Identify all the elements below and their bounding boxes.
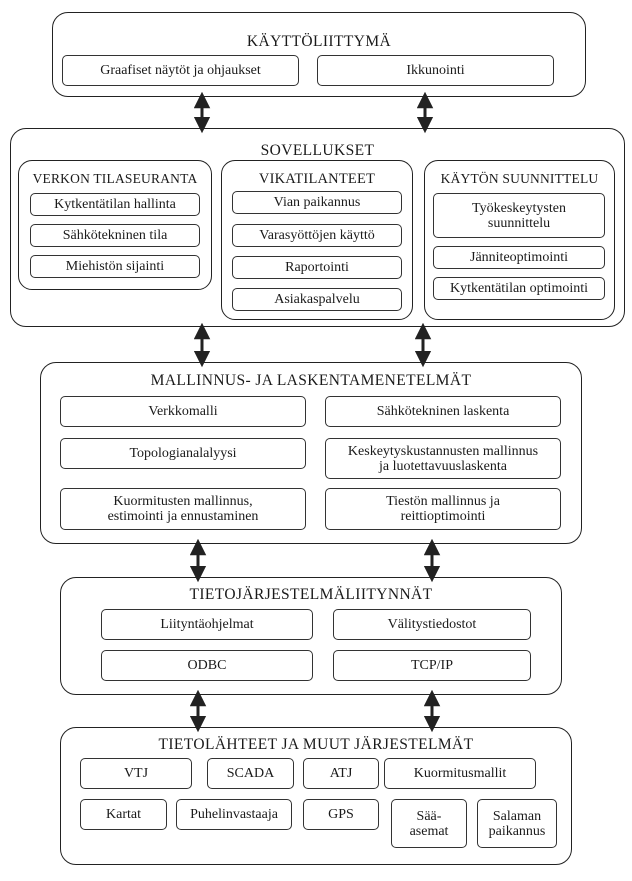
box-tcp-ip: TCP/IP [333, 650, 531, 681]
box-odbc: ODBC [101, 650, 313, 681]
box-vtj: VTJ [80, 758, 192, 789]
box-sahkotekninen-laskenta: Sähkötekninen laskenta [325, 396, 561, 427]
box-atj: ATJ [303, 758, 379, 789]
layer-title: KÄYTTÖLIITTYMÄ [246, 33, 392, 50]
box-varasyottojen-kaytto: Varasyöttöjen käyttö [232, 224, 402, 247]
layer-title: MALLINNUS- JA LASKENTAMENETELMÄT [150, 372, 472, 389]
box-graafiset-naytot: Graafiset näytöt ja ohjaukset [62, 55, 299, 86]
box-salaman-paikannus: Salaman paikannus [477, 799, 557, 848]
box-asiakaspalvelu: Asiakaspalvelu [232, 288, 402, 311]
box-liityntaohjelmat: Liityntäohjelmat [101, 609, 313, 640]
box-ikkunointi: Ikkunointi [317, 55, 554, 86]
box-kytkentatilan-optimointi: Kytkentätilan optimointi [433, 277, 605, 300]
group-title: KÄYTÖN SUUNNITTELU [440, 171, 599, 186]
layer-title: SOVELLUKSET [260, 142, 375, 159]
box-sahkotekninen-tila: Sähkötekninen tila [30, 224, 200, 247]
box-kytkentatilan-hallinta: Kytkentätilan hallinta [30, 193, 200, 216]
group-title: VIKATILANTEET [258, 171, 376, 187]
box-saa-asemat: Sää- asemat [391, 799, 467, 848]
box-scada: SCADA [207, 758, 294, 789]
box-verkkomalli: Verkkomalli [60, 396, 306, 427]
box-puhelinvastaaja: Puhelinvastaaja [176, 799, 292, 830]
box-kuormitusmallit: Kuormitusmallit [384, 758, 536, 789]
box-valitystiedostot: Välitystiedostot [333, 609, 531, 640]
box-miehiston-sijainti: Miehistön sijainti [30, 255, 200, 278]
box-kartat: Kartat [80, 799, 167, 830]
box-tyokeskeytysten-suunnittelu: Työkeskeytysten suunnittelu [433, 193, 605, 238]
group-title: VERKON TILASEURANTA [32, 171, 198, 186]
box-tieston-mallinnus: Tiestön mallinnus ja reittioptimointi [325, 488, 561, 530]
box-kuormitusten-mallinnus: Kuormitusten mallinnus, estimointi ja en… [60, 488, 306, 530]
box-gps: GPS [303, 799, 379, 830]
box-keskeytyskustannusten-mallinnus: Keskeytyskustannusten mallinnus ja luote… [325, 438, 561, 479]
layer-title: TIETOLÄHTEET JA MUUT JÄRJESTELMÄT [158, 736, 474, 753]
box-topologianalalyysi: Topologianalalyysi [60, 438, 306, 469]
box-vian-paikannus: Vian paikannus [232, 191, 402, 214]
box-raportointi: Raportointi [232, 256, 402, 279]
layer-title: TIETOJÄRJESTELMÄLIITYNNÄT [189, 586, 433, 603]
box-janniteoptimointi: Jänniteoptimointi [433, 246, 605, 269]
